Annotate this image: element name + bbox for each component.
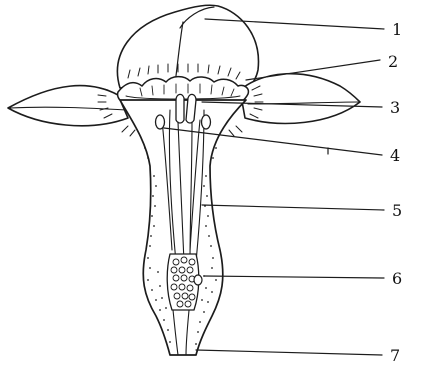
leader-line-5 [202, 205, 384, 210]
labels: 1 2 3 4 5 6 7 [388, 20, 402, 365]
right-petal [240, 74, 360, 124]
label-1: 1 [392, 20, 402, 39]
label-3: 3 [390, 98, 400, 117]
ovary [167, 254, 202, 310]
label-7: 7 [390, 346, 400, 365]
label-5: 5 [392, 201, 402, 220]
label-6: 6 [392, 269, 402, 288]
left-petal [8, 86, 128, 126]
label-2: 2 [388, 52, 398, 71]
leader-line-7 [196, 350, 382, 355]
label-4: 4 [390, 146, 400, 165]
leader-line-6 [204, 276, 384, 278]
